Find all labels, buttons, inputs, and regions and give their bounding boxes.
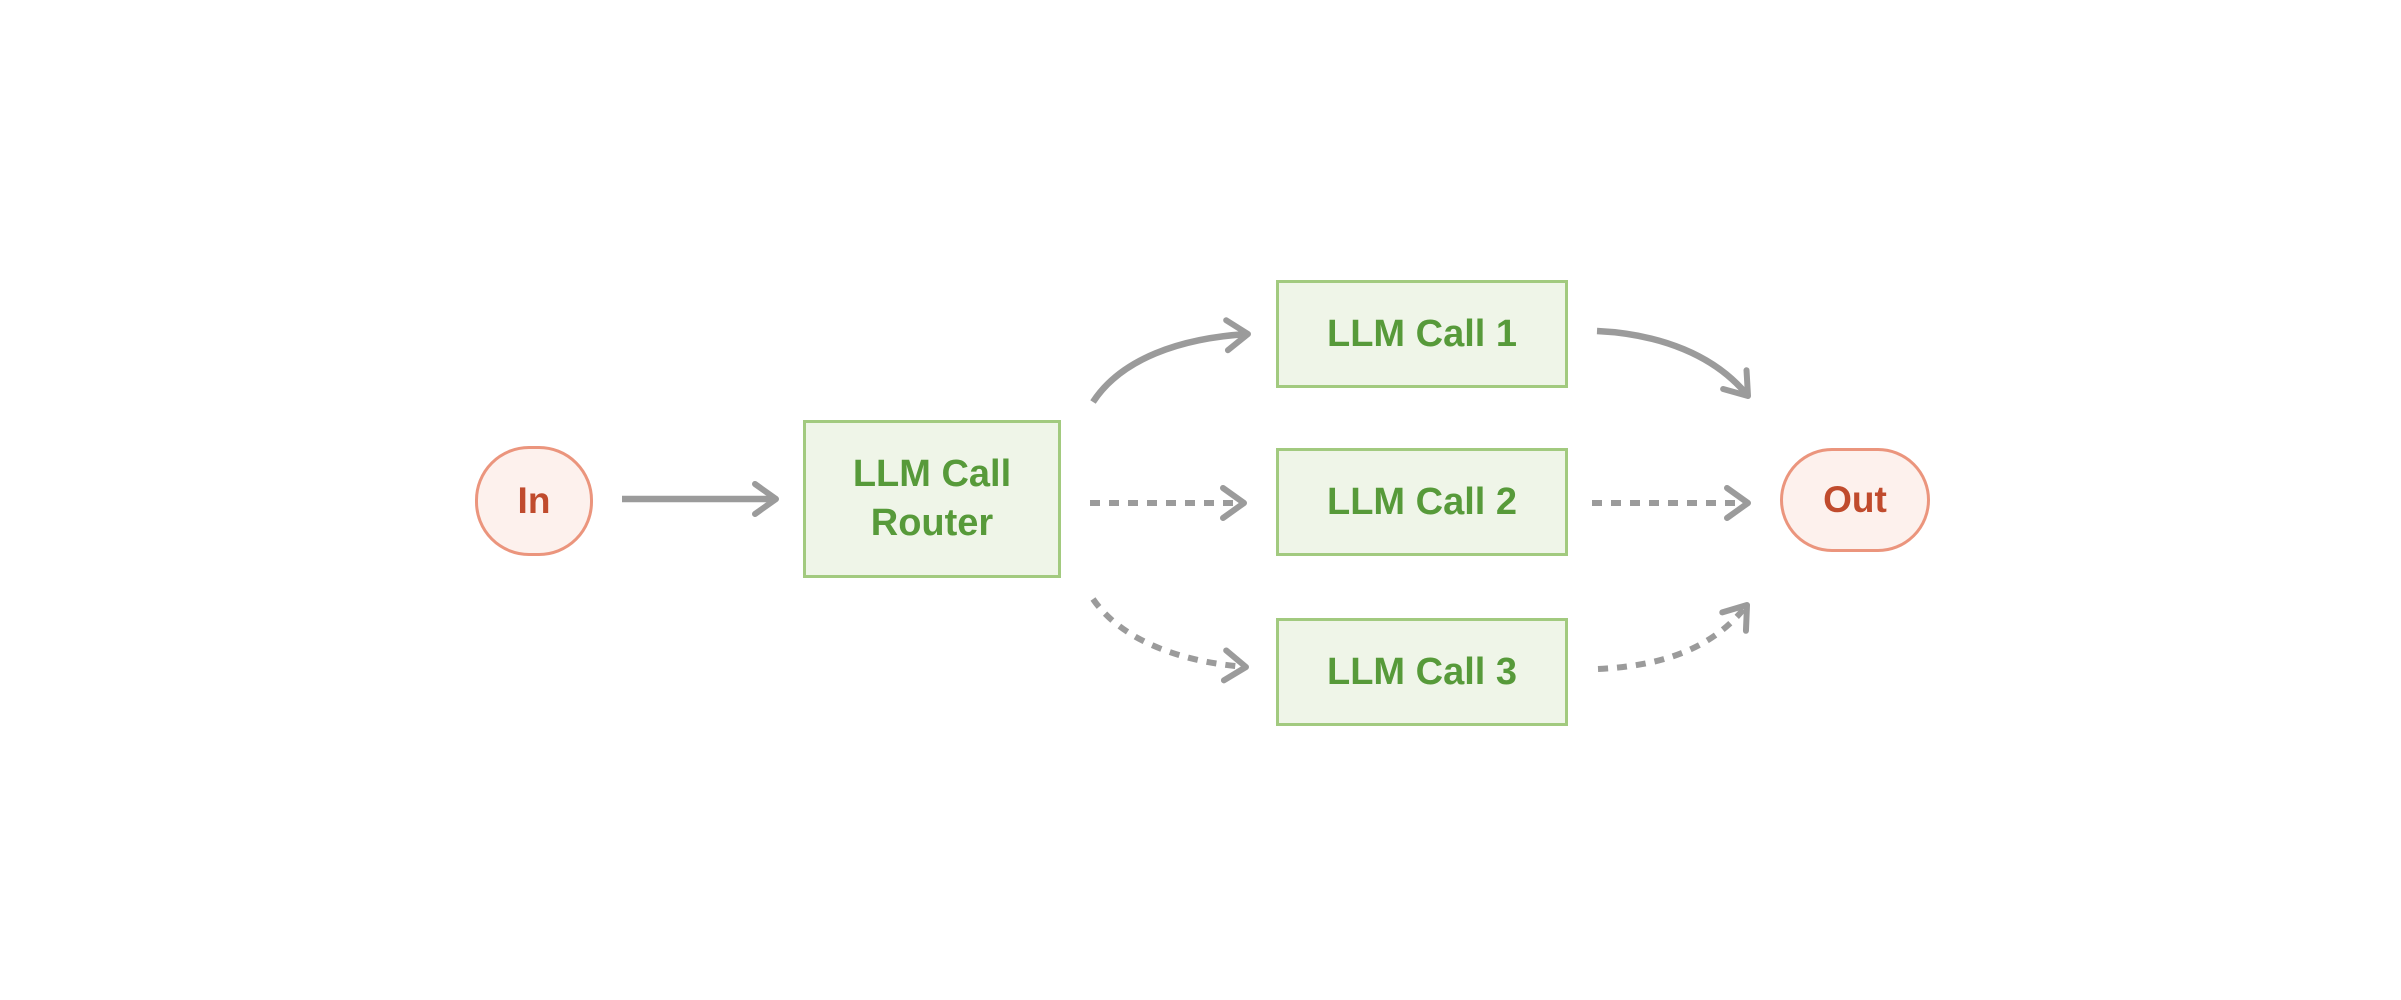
node-llm-call-3: LLM Call 3 — [1276, 618, 1568, 726]
edge-call1-to-out-arrow — [1596, 327, 1751, 399]
edge-router-to-call1-arrow — [1090, 317, 1251, 404]
node-llm-call-2: LLM Call 2 — [1276, 448, 1568, 556]
node-llm-call-router-label: LLM Call Router — [852, 453, 1012, 544]
node-in-label: In — [517, 480, 551, 521]
edge-call3-to-out-arrow — [1597, 602, 1750, 672]
edge-router-to-call3-arrow — [1090, 597, 1249, 684]
node-llm-call-1: LLM Call 1 — [1276, 280, 1568, 388]
node-llm-call-1-label: LLM Call 1 — [1326, 312, 1518, 355]
node-llm-call-3-label: LLM Call 3 — [1326, 650, 1518, 693]
node-llm-call-router: LLM Call Router — [803, 420, 1061, 578]
node-out-label: Out — [1823, 479, 1887, 520]
node-llm-call-2-label: LLM Call 2 — [1326, 480, 1518, 523]
node-in: In — [475, 446, 593, 556]
node-out: Out — [1780, 448, 1930, 552]
